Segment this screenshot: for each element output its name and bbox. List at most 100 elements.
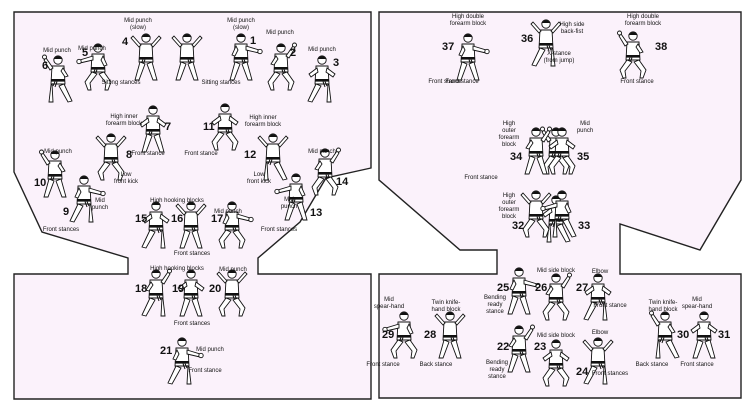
move-label-14: Mid punch: [308, 149, 336, 155]
stance-label: Front stances: [592, 371, 628, 377]
move-number-21: 21: [160, 345, 172, 357]
karate-figure-17: [218, 201, 254, 249]
move-number-35: 35: [577, 151, 589, 163]
move-number-23: 23: [534, 341, 546, 353]
move-number-24: 24: [576, 366, 589, 378]
karate-figure-37: [456, 33, 490, 81]
karate-figure-5: [76, 43, 112, 91]
karate-figure-26: [542, 272, 572, 321]
move-number-13: 13: [310, 207, 322, 219]
move-number-26: 26: [535, 282, 547, 294]
karate-figure-6: [42, 54, 73, 103]
move-number-6: 6: [42, 60, 48, 72]
move-label-28: Twin knife-hand block: [431, 300, 461, 313]
stance-label: Front stance: [366, 362, 400, 368]
karate-figure-31: [690, 311, 718, 359]
move-label-1: Mid punch(slow): [227, 18, 255, 31]
stance-label: Sitting stances: [101, 80, 140, 86]
move-label-20: Mid punch: [219, 267, 247, 273]
move-number-27: 27: [576, 282, 588, 294]
karate-figure-30: [649, 310, 680, 359]
stance-label: Front stances: [174, 251, 210, 257]
stance-label: Front stance: [593, 303, 627, 309]
move-label-18: High hooking blocks: [150, 266, 204, 272]
karate-figure-9: [69, 175, 106, 223]
move-number-3: 3: [333, 57, 339, 69]
stance-label: Front stance: [680, 362, 714, 368]
stance-label: Front stance: [131, 151, 165, 157]
move-number-4: 4: [122, 36, 129, 48]
move-number-20: 20: [209, 283, 221, 295]
move-label-27: Elbow: [592, 269, 609, 275]
stance-label: Front stances: [174, 321, 210, 327]
karate-figure-4: [130, 33, 162, 81]
move-number-22: 22: [497, 341, 509, 353]
move-number-33: 33: [578, 220, 590, 232]
move-number-1: 1: [250, 35, 256, 47]
move-number-5: 5: [82, 47, 88, 59]
stance-label: Front stance: [428, 79, 462, 85]
move-number-31: 31: [718, 329, 730, 341]
karate-figure-19: [177, 269, 205, 317]
stance-label: Front stance: [184, 151, 218, 157]
move-number-12: 12: [244, 149, 256, 161]
stance-label: Sitting stances: [201, 80, 240, 86]
move-number-10: 10: [34, 177, 46, 189]
karate-figure-29: [382, 311, 418, 359]
move-number-32: 32: [512, 220, 524, 232]
karate-figure-12: [257, 133, 289, 181]
move-number-16: 16: [171, 213, 183, 225]
move-label-24: Elbow: [592, 330, 609, 336]
move-label-5: Mid punch: [78, 46, 106, 52]
move-label-10: Mid punch: [44, 149, 72, 155]
karate-figure-28: [434, 311, 466, 359]
move-number-14: 14: [336, 176, 349, 188]
move-number-7: 7: [165, 121, 171, 133]
karate-figure-18: [141, 268, 172, 317]
move-label-4: Mid punch(slow): [124, 18, 152, 31]
move-number-37: 37: [442, 41, 454, 53]
move-number-28: 28: [424, 329, 436, 341]
move-label-23: Mid side block: [537, 333, 576, 339]
karate-figure-3: [307, 55, 336, 103]
karate-figure-25: [507, 267, 541, 315]
move-number-34: 34: [510, 151, 523, 163]
karate-figure-extra: [171, 33, 203, 81]
move-label-2: Mid punch: [266, 30, 294, 36]
move-number-9: 9: [63, 206, 69, 218]
stance-label: Front stances: [43, 227, 79, 233]
move-number-18: 18: [135, 283, 147, 295]
move-number-8: 8: [126, 149, 132, 161]
karate-figure-35: [548, 127, 576, 175]
move-number-17: 17: [211, 213, 223, 225]
karate-figure-13: [274, 173, 308, 221]
move-label-15: High hooking blocks: [150, 198, 204, 204]
stance-label: Front stance: [188, 368, 222, 374]
stance-label: X-stance(from jump): [544, 51, 575, 64]
karate-figure-32: [520, 190, 552, 238]
karate-figure-38: [617, 30, 647, 79]
karate-figure-33: [540, 190, 577, 238]
move-number-15: 15: [135, 213, 147, 225]
karate-figure-34: [524, 126, 552, 175]
move-number-36: 36: [521, 33, 533, 45]
karate-figure-8: [95, 133, 127, 181]
stance-label: Front stance: [464, 175, 498, 181]
stance-label: Back stance: [420, 362, 453, 368]
move-number-29: 29: [382, 329, 394, 341]
move-number-30: 30: [677, 329, 689, 341]
move-number-38: 38: [655, 41, 667, 53]
